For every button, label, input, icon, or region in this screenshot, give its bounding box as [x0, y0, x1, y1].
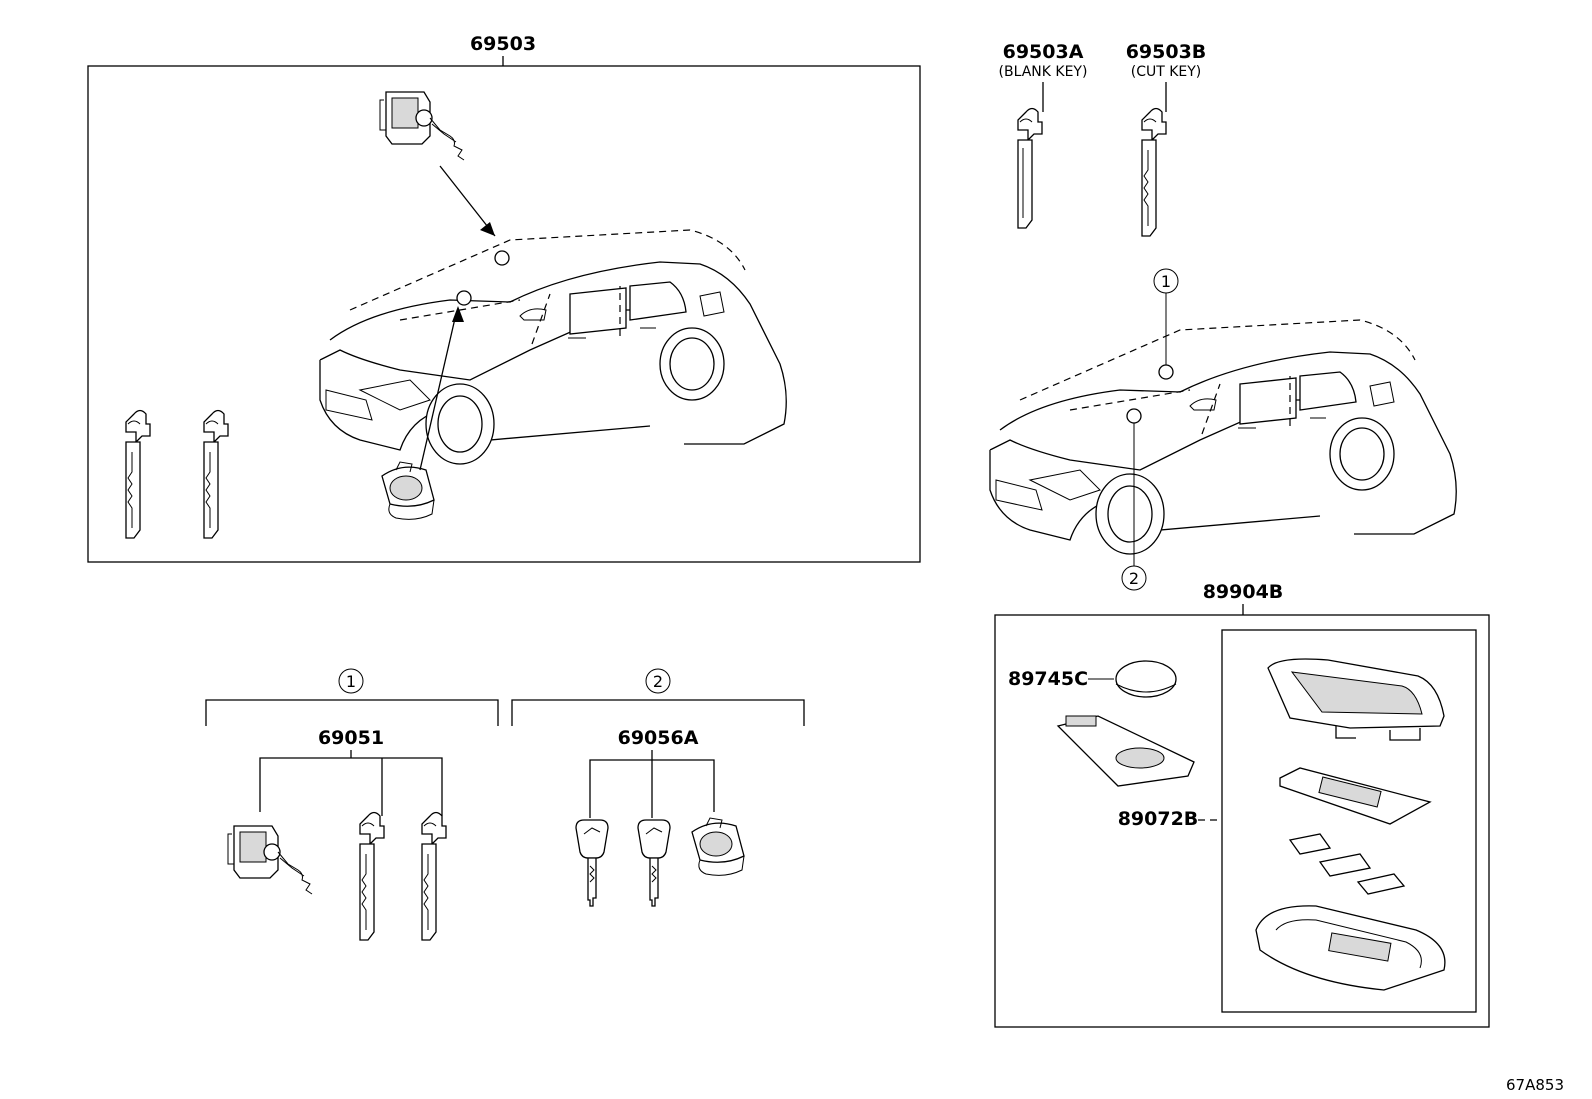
label-69503a: 69503A: [1003, 41, 1084, 63]
kit-69503-frame: [87, 65, 921, 563]
label-89745c: 89745C: [1008, 668, 1088, 690]
cut-key-part-2: [421, 811, 447, 941]
kit-69503-group: 69503: [87, 33, 921, 563]
label-69051: 69051: [318, 727, 384, 749]
label-cut-key: (CUT KEY): [1131, 64, 1202, 80]
cut-key-part-1: [359, 811, 385, 941]
label-69503b: 69503B: [1126, 41, 1207, 63]
cut-key-illustration-1: [125, 409, 151, 539]
blank-key-illustration: [1017, 107, 1043, 229]
cut-key-illustration-3: [1141, 107, 1167, 237]
remote-outer-frame: [994, 614, 1490, 1028]
door-cylinder-part: [227, 825, 313, 895]
vehicle-illustration-right: [989, 319, 1457, 555]
button-piece-3: [1356, 873, 1406, 895]
vehicle-illustration-left: [319, 229, 787, 465]
door-cylinder-illustration: [379, 91, 465, 161]
ignition-cylinder-set-group: 2 69056A: [511, 668, 805, 907]
label-89072b: 89072B: [1118, 808, 1199, 830]
door-cylinder-set-group: 1 69051: [205, 668, 499, 941]
remote-inner-frame: [1221, 629, 1477, 1013]
remote-assembly-group: 89904B 89745C 89072B: [994, 581, 1490, 1028]
mechanical-key-2: [637, 819, 671, 907]
coin-battery: [1115, 660, 1177, 698]
button-piece-2: [1318, 853, 1372, 877]
callout-1-section: 1: [346, 672, 356, 691]
callout-1-top: 1: [1161, 272, 1171, 291]
callout-2-section: 2: [653, 672, 663, 691]
label-69503: 69503: [470, 33, 536, 55]
cut-key-illustration-2: [203, 409, 229, 539]
label-89904b: 89904B: [1203, 581, 1284, 603]
button-piece-1: [1288, 833, 1332, 855]
figure-code: 67A853: [1506, 1076, 1564, 1094]
vehicle-locations-group: 1 2: [989, 268, 1457, 591]
mechanical-key-1: [575, 819, 609, 907]
callout-2-bottom: 2: [1129, 569, 1139, 588]
label-blank-key: (BLANK KEY): [999, 64, 1088, 80]
blank-key-group: 69503A (BLANK KEY): [999, 41, 1088, 229]
label-69056a: 69056A: [618, 727, 699, 749]
cut-key-group: 69503B (CUT KEY): [1126, 41, 1207, 237]
ignition-cylinder-part: [691, 817, 745, 876]
ignition-cylinder-illustration: [381, 461, 435, 520]
